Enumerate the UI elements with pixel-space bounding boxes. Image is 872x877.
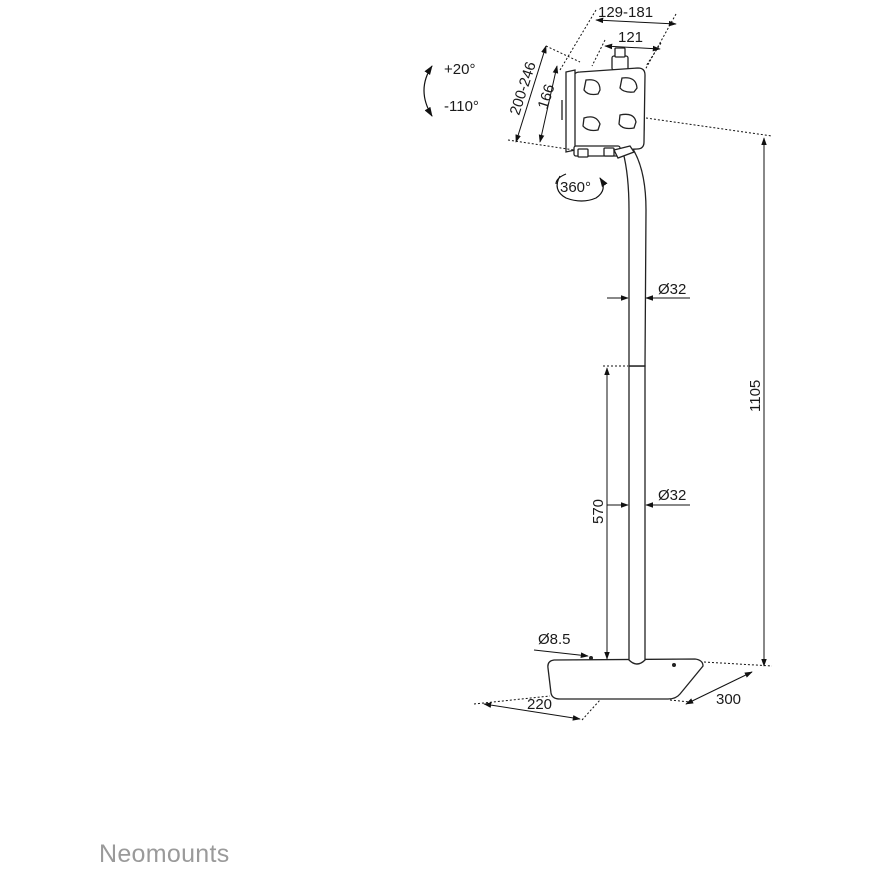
dim-clamp-width-min: [591, 39, 662, 67]
label-lower-pole-height: 570: [590, 499, 607, 524]
dim-clamp-height-range: [507, 45, 581, 151]
screw-hole-left: [589, 656, 593, 660]
label-rotation: 360°: [560, 179, 591, 196]
dim-base-width: [473, 695, 601, 721]
brand-logo-text: Neomounts: [99, 840, 230, 868]
screw-hole-right: [672, 663, 676, 667]
upper-pole: [622, 145, 647, 367]
tilt-arrow: [423, 65, 433, 117]
label-clamp-height-range: 200-246: [507, 60, 540, 118]
dim-base-depth: [669, 671, 753, 705]
label-screw-hole-diameter: Ø8.5: [538, 631, 571, 648]
label-base-width: 220: [527, 696, 552, 713]
label-total-height: 1105: [747, 380, 764, 412]
dim-screw-hole: [533, 649, 589, 658]
lower-pole: [628, 365, 646, 665]
dim-lower-pole-height: [603, 365, 628, 660]
label-tilt-down: -110°: [444, 98, 479, 115]
label-lower-pole-diameter: Ø32: [658, 487, 686, 504]
label-clamp-height-min: 166: [535, 82, 559, 111]
rotation-arrow: [555, 173, 608, 202]
base-plate: [547, 658, 704, 700]
tablet-holder: [561, 47, 646, 159]
dim-clamp-height-min: [538, 65, 559, 143]
label-tilt-up: +20°: [444, 61, 475, 78]
label-clamp-width-min: 121: [618, 29, 643, 46]
dim-clamp-width-range: [559, 9, 677, 71]
label-clamp-width-range: 129-181: [598, 4, 653, 21]
label-base-depth: 300: [716, 691, 741, 708]
label-upper-pole-diameter: Ø32: [658, 281, 686, 298]
dim-total-height: [645, 117, 773, 667]
